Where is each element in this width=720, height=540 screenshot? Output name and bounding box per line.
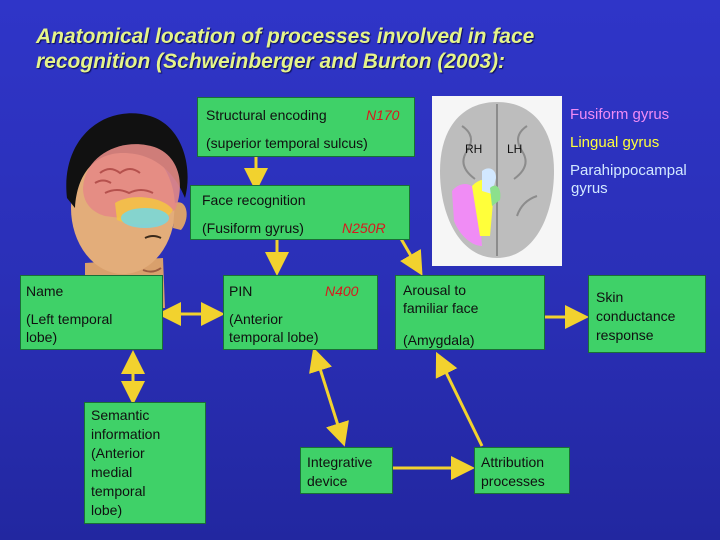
- pin-line2: (Anterior: [229, 311, 283, 327]
- pin-line1: PIN: [229, 283, 253, 299]
- legend-lingual: Lingual gyrus: [570, 134, 660, 151]
- title-line-1: Anatomical location of processes involve…: [36, 25, 535, 48]
- pin-line3: temporal lobe): [229, 329, 319, 345]
- box-semantic-information: Semantic information (Anterior medial te…: [84, 402, 206, 524]
- region-lingual: [472, 179, 494, 236]
- skin-line2: conductance: [596, 308, 676, 324]
- structural-line2: (superior temporal sulcus): [206, 135, 368, 151]
- name-line3: lobe): [26, 329, 58, 345]
- arrow-recognition-to-arousal: [398, 236, 423, 276]
- skin-line1: Skin: [596, 289, 624, 305]
- structural-line1: Structural encoding: [206, 107, 327, 123]
- box-name: Name (Left temporal lobe): [20, 275, 163, 350]
- slide-title: Anatomical location of processes involve…: [36, 24, 696, 74]
- arousal-line1: Arousal to: [403, 282, 467, 298]
- region-lingual-right: [490, 185, 501, 206]
- mouth: [142, 267, 162, 273]
- integrative-line2: device: [307, 473, 348, 489]
- brain-label-rh: RH: [465, 142, 482, 156]
- semantic-line4: medial: [91, 464, 133, 480]
- skin-line3: response: [596, 327, 654, 343]
- box-skin-conductance: Skin conductance response: [588, 275, 706, 353]
- legend-fusiform: Fusiform gyrus: [570, 106, 670, 123]
- legend-parahippocampal-line2: gyrus: [571, 180, 608, 197]
- eye: [144, 235, 162, 239]
- arrow-pin-integrative: [309, 347, 349, 447]
- arousal-line3: (Amygdala): [403, 332, 475, 348]
- brain-label-lh: LH: [507, 142, 522, 156]
- ear: [173, 202, 187, 230]
- recognition-line2: (Fusiform gyrus): [202, 220, 304, 236]
- recognition-line1: Face recognition: [202, 192, 306, 208]
- label-n400: N400: [325, 283, 359, 299]
- attribution-line1: Attribution: [481, 454, 545, 470]
- brain-sulci: [456, 104, 538, 256]
- title-line-2: recognition (Schweinberger and Burton (2…: [36, 50, 506, 74]
- attribution-line2: processes: [481, 473, 545, 489]
- integrative-line1: Integrative: [307, 454, 373, 470]
- legend-parahippocampal-line1: Parahippocampal: [570, 162, 687, 179]
- ventral-brain-illustration: RH LH: [432, 96, 562, 266]
- semantic-line1: Semantic: [91, 407, 150, 423]
- semantic-line5: temporal: [91, 483, 146, 499]
- box-face-recognition: Face recognition (Fusiform gyrus) N250R: [190, 185, 410, 240]
- box-attribution-processes: Attribution processes: [474, 447, 570, 494]
- legend-parahippocampal: Parahippocampal gyrus: [570, 162, 687, 198]
- label-n170: N170: [366, 107, 400, 123]
- arrow-attribution-to-arousal: [435, 351, 484, 447]
- label-n250r: N250R: [342, 220, 386, 236]
- ventral-region: [121, 208, 169, 228]
- semantic-line6: lobe): [91, 502, 123, 518]
- semantic-line2: information: [91, 426, 161, 442]
- semantic-line3: (Anterior: [91, 445, 145, 461]
- name-line2: (Left temporal: [26, 311, 113, 327]
- name-line1: Name: [26, 283, 64, 299]
- box-arousal: Arousal to familiar face (Amygdala): [395, 275, 545, 350]
- brain-folds: [94, 168, 154, 195]
- arousal-line2: familiar face: [403, 300, 479, 316]
- box-pin: PIN N400 (Anterior temporal lobe): [223, 275, 378, 350]
- box-structural-encoding: Structural encoding N170 (superior tempo…: [197, 97, 415, 157]
- box-integrative-device: Integrative device: [300, 447, 393, 494]
- hair: [66, 113, 188, 208]
